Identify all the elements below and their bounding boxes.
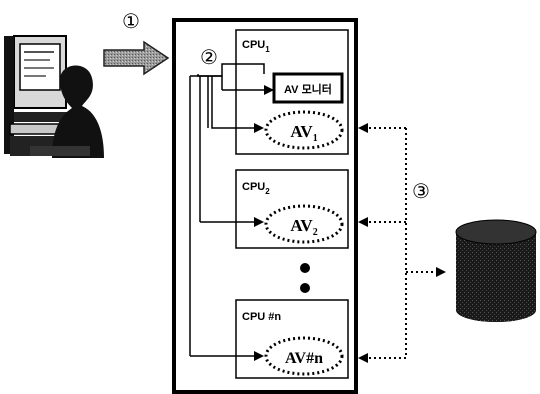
step3-marker: ③: [412, 181, 430, 203]
step2-marker: ②: [200, 47, 218, 69]
database-icon: [456, 220, 536, 322]
step1-marker: ①: [122, 11, 140, 33]
arrowhead-to-avn: [358, 353, 368, 363]
arrowhead-to-av2: [358, 217, 368, 227]
cpu-sub-1: 1: [265, 45, 270, 54]
cpu-label-2: CPU: [242, 181, 265, 193]
cpu-box-1: CPU1 AV 모니터 AV1: [236, 30, 348, 154]
arrowhead-to-av1: [358, 123, 368, 133]
user-workstation-icon: [4, 36, 104, 158]
thick-arrow-icon: [104, 42, 168, 74]
av-label-1: AV: [290, 122, 313, 141]
data-arrowheads: [358, 123, 446, 363]
arrowhead-to-database: [436, 267, 446, 277]
cpu-label-n: CPU #n: [242, 311, 281, 323]
av-monitor-label: AV 모니터: [284, 82, 332, 96]
av-sub-2: 2: [313, 227, 318, 238]
cpu-box-2: CPU2 AV2: [236, 170, 348, 248]
data-connectors: [366, 128, 436, 358]
cpu-label-1: CPU: [242, 39, 265, 51]
av-label-n: AV#n: [285, 350, 323, 367]
av-label-2: AV: [290, 216, 313, 235]
av-sub-1: 1: [313, 133, 318, 144]
cpu-box-n: CPU #n AV#n: [236, 300, 348, 378]
cpu-sub-2: 2: [265, 187, 270, 196]
